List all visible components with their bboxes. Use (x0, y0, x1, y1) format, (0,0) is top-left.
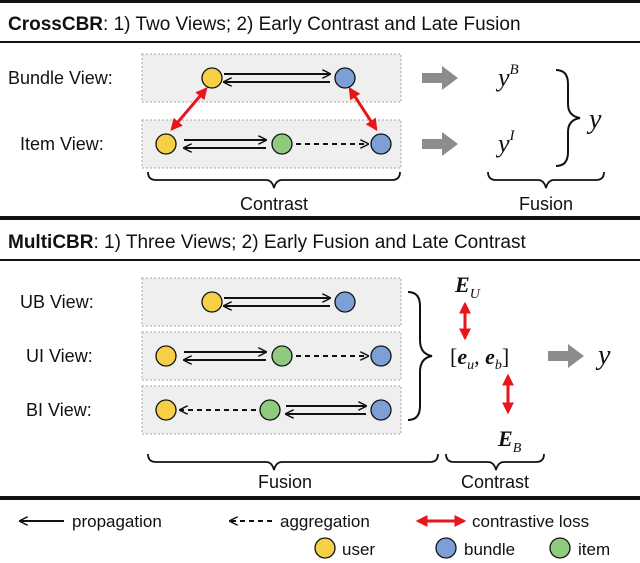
crosscbr-bundle-view-box (141, 53, 402, 103)
crosscbr-name: CrossCBR (8, 14, 103, 35)
multicbr-ui-view-user-node (155, 345, 177, 367)
multicbr-contrast-brace (445, 453, 545, 471)
legend-user-label: user (342, 540, 375, 559)
multicbr-view-label-bi: BI View: (26, 400, 92, 420)
legend-contrastive-loss-label: contrastive loss (472, 512, 589, 531)
multicbr-view-label-ui: UI View: (26, 346, 93, 366)
legend-aggregation-label: aggregation (280, 512, 370, 531)
multicbr-ui-view-edge-user-item (184, 352, 266, 360)
crosscbr-contrast-label: Contrast (240, 194, 308, 214)
crosscbr-view-label-bundle: Bundle View: (8, 68, 113, 88)
crosscbr-subtitle: : 1) Two Views; 2) Early Contrast and La… (103, 14, 521, 35)
section-separator-legend (0, 496, 640, 500)
crosscbr-bundle-view-edge (224, 74, 330, 82)
multicbr-view-label-ub: UB View: (20, 292, 94, 312)
multicbr-ub-view-bundle-node (334, 291, 356, 313)
multicbr-views-brace (407, 291, 433, 421)
crosscbr-item-view-user-node (155, 133, 177, 155)
legend-user-node (314, 537, 336, 559)
crosscbr-gray-arrow-bundle (422, 66, 458, 90)
crosscbr-title: CrossCBR: 1) Two Views; 2) Early Contras… (8, 14, 521, 35)
crosscbr-output-yI: yI (495, 128, 516, 158)
multicbr-ub-view-box (141, 277, 402, 327)
multicbr-name: MultiCBR (8, 232, 94, 253)
multicbr-fusion-brace (147, 453, 439, 471)
crosscbr-output-yB: yB (495, 62, 519, 92)
multicbr-bi-view-user-node (155, 399, 177, 421)
multicbr-output-y: y (595, 340, 611, 371)
multicbr-title: MultiCBR: 1) Three Views; 2) Early Fusio… (8, 232, 526, 253)
multicbr-gray-arrow (548, 344, 584, 368)
multicbr-bi-view-item-node (259, 399, 281, 421)
multicbr-concat: [eu, eb] (450, 344, 509, 373)
crosscbr-item-view-bundle-node (370, 133, 392, 155)
multicbr-EU: EU (454, 272, 481, 302)
multicbr-EB: EB (497, 426, 522, 456)
legend-propagation-label: propagation (72, 512, 162, 531)
multicbr-fusion-label: Fusion (258, 472, 312, 492)
multicbr-bi-view-edge-item-bundle (286, 406, 366, 414)
crosscbr-fusion-bottom-brace (487, 171, 605, 189)
crosscbr-fusion-brace (555, 69, 581, 167)
section-separator-top (0, 216, 640, 220)
crosscbr-bundle-view-bundle-node (334, 67, 356, 89)
legend-item-label: item (578, 540, 610, 559)
crosscbr-fusion-label: Fusion (519, 194, 573, 214)
crosscbr-view-label-item: Item View: (20, 134, 104, 154)
top-rule (0, 0, 640, 3)
crosscbr-item-view-item-node (271, 133, 293, 155)
legend-bundle-label: bundle (464, 540, 515, 559)
multicbr-bi-view-bundle-node (370, 399, 392, 421)
crosscbr-bundle-view-user-node (201, 67, 223, 89)
crosscbr-contrast-arrow-user (170, 87, 208, 131)
multicbr-ui-view-item-node (271, 345, 293, 367)
multicbr-subtitle: : 1) Three Views; 2) Early Fusion and La… (93, 232, 526, 253)
crosscbr-title-rule (0, 41, 640, 43)
crosscbr-contrast-arrow-bundle (348, 86, 378, 132)
multicbr-ub-view-user-node (201, 291, 223, 313)
multicbr-ub-view-edge (224, 298, 330, 306)
multicbr-contrast-label: Contrast (461, 472, 529, 492)
legend-bundle-node (435, 537, 457, 559)
crosscbr-item-view-edge-user-item (184, 140, 266, 148)
crosscbr-gray-arrow-item (422, 132, 458, 156)
multicbr-title-rule (0, 259, 640, 261)
multicbr-ui-view-bundle-node (370, 345, 392, 367)
crosscbr-output-y: y (586, 104, 602, 135)
crosscbr-contrast-brace (147, 171, 401, 189)
legend-item-node (549, 537, 571, 559)
